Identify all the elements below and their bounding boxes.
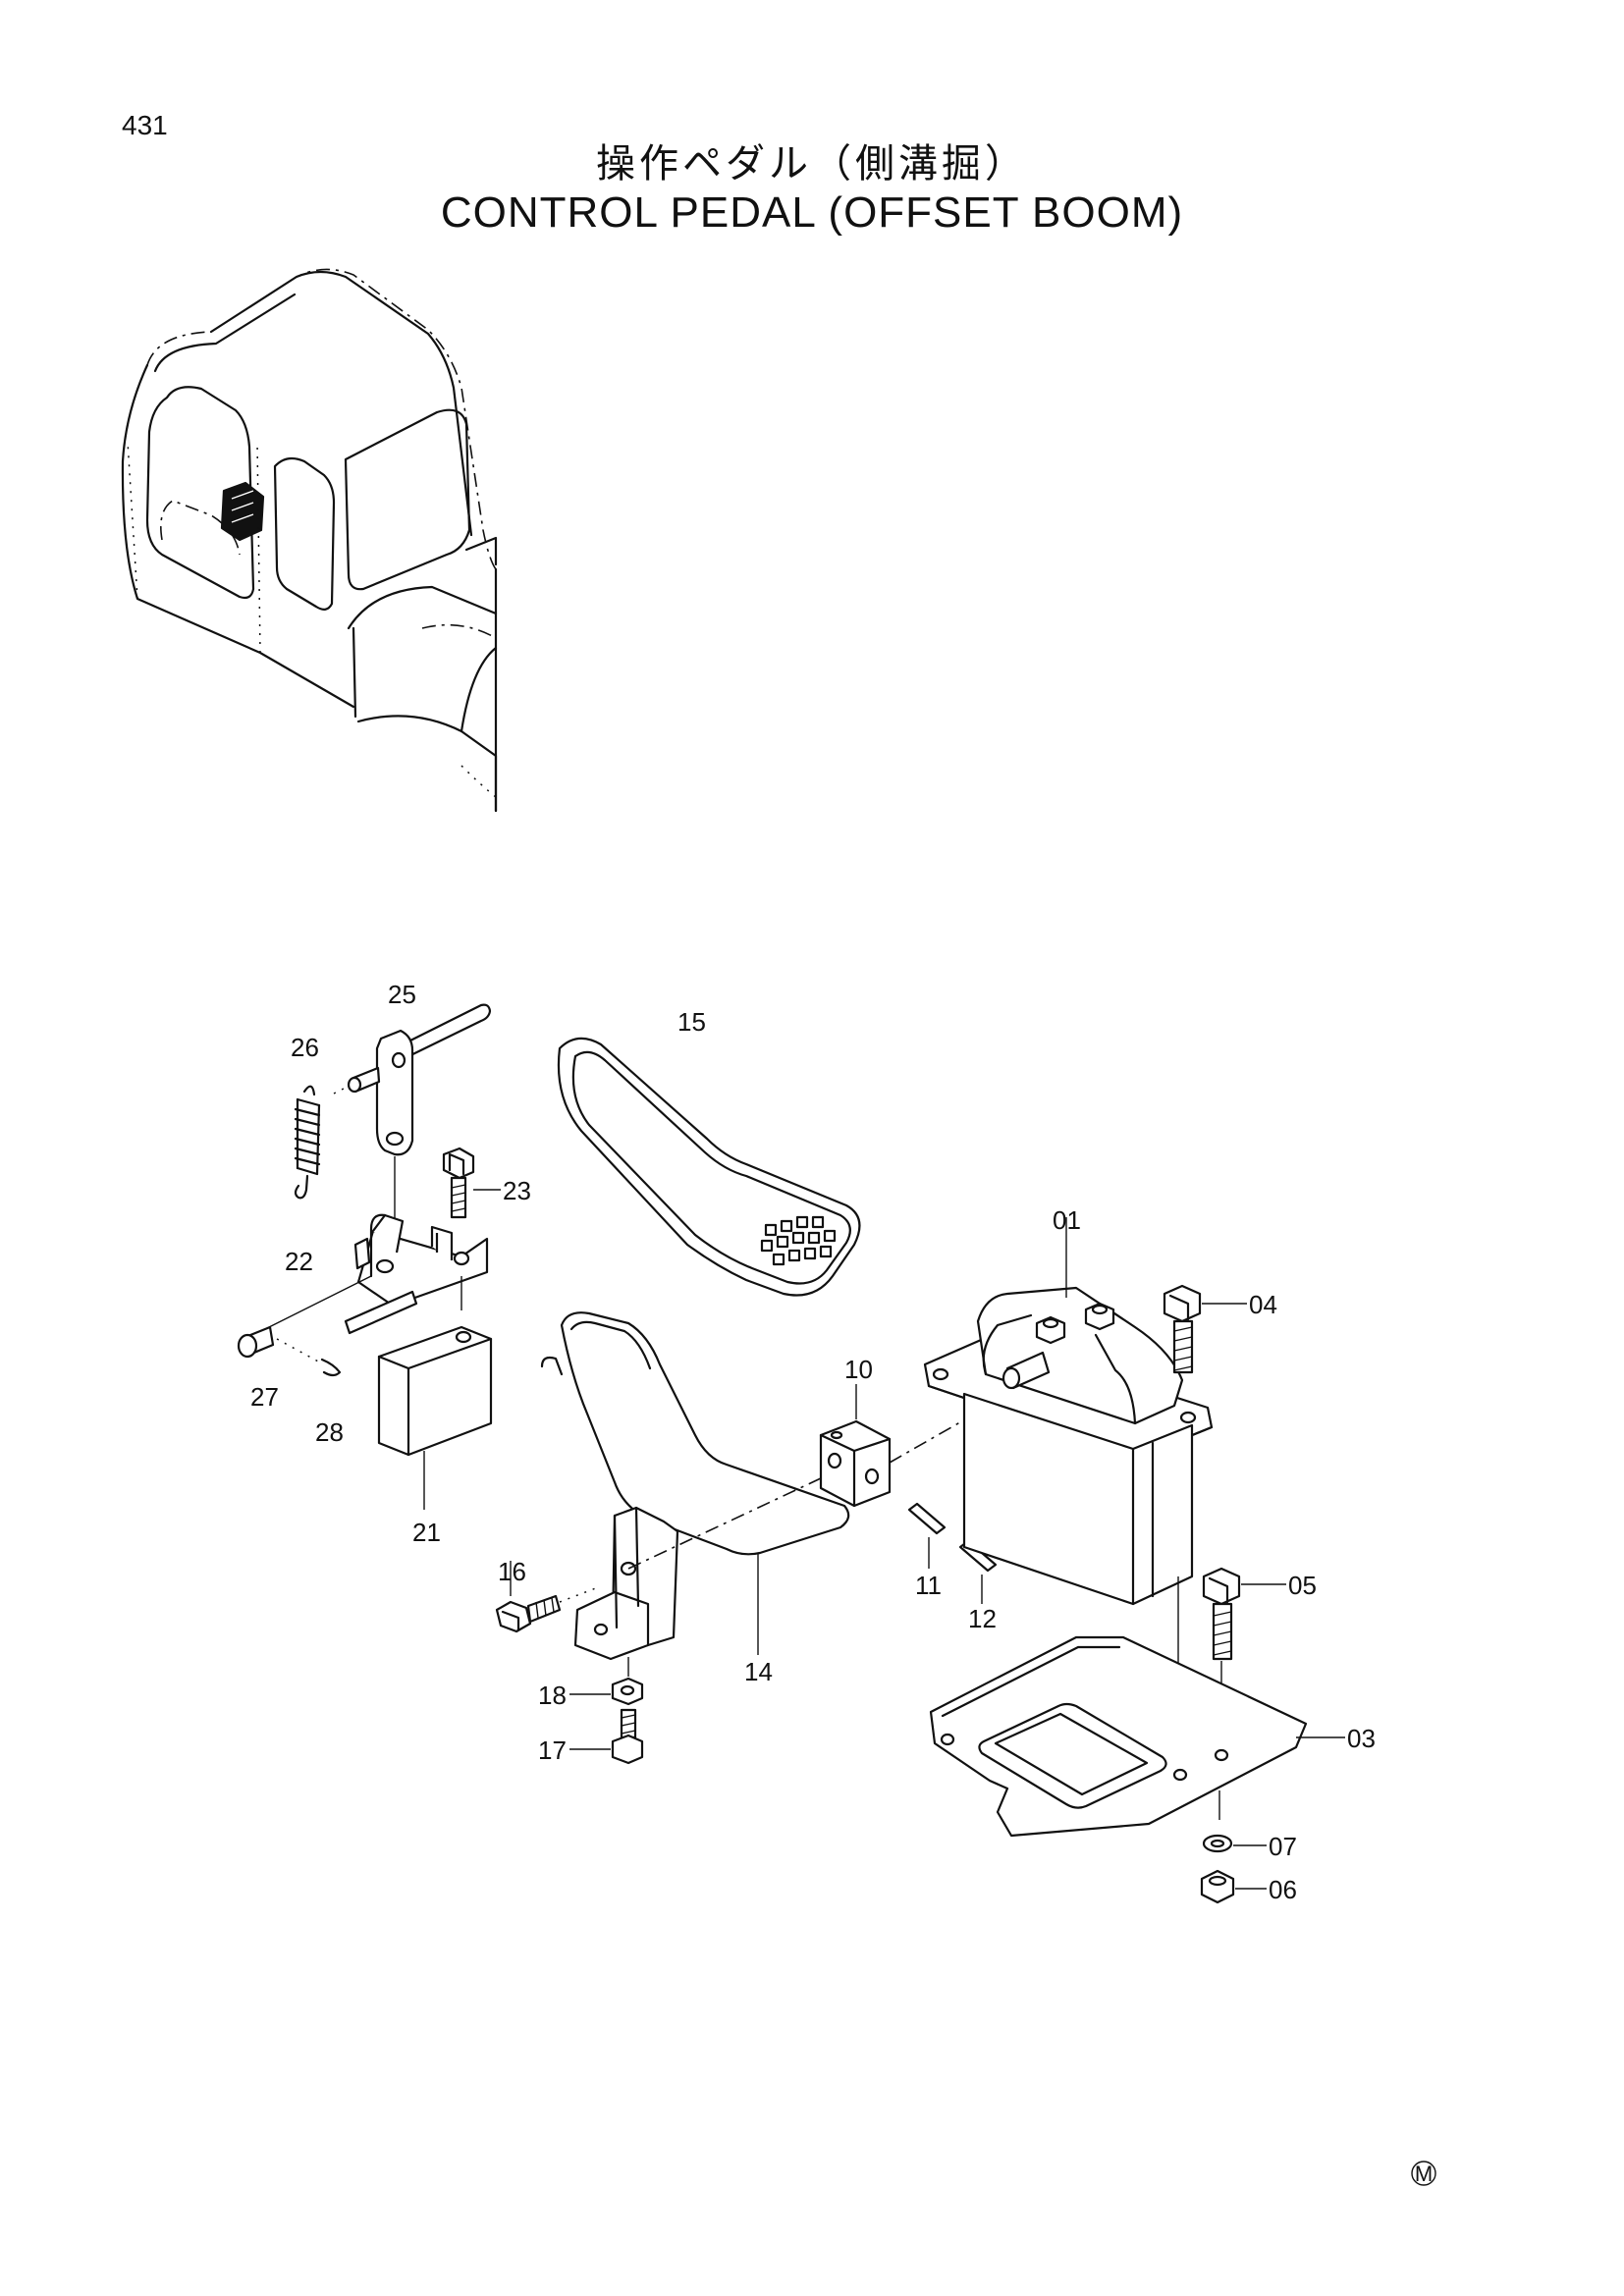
corner-mark: M	[1411, 2161, 1436, 2186]
label-27: 27	[250, 1382, 279, 1412]
nut-06	[1200, 1869, 1267, 1904]
pilot-valve-01	[923, 1217, 1214, 1728]
title-english: CONTROL PEDAL (OFFSET BOOM)	[440, 188, 1184, 237]
label-15: 15	[677, 1007, 706, 1037]
label-21: 21	[412, 1518, 441, 1547]
bolt-05	[1202, 1567, 1286, 1728]
bolt-16	[495, 1561, 602, 1633]
label-22: 22	[285, 1247, 313, 1276]
pedal-14	[540, 1311, 855, 1677]
label-23: 23	[503, 1176, 531, 1205]
foot-pad-15	[557, 1037, 861, 1297]
label-03: 03	[1347, 1724, 1376, 1753]
plate-03	[929, 1635, 1345, 1838]
nut-18	[569, 1677, 644, 1706]
label-18: 18	[538, 1681, 567, 1710]
bolt-17	[569, 1708, 644, 1765]
label-12: 12	[968, 1604, 997, 1633]
label-01: 01	[1053, 1205, 1081, 1235]
label-06: 06	[1269, 1875, 1297, 1904]
label-16: 16	[498, 1557, 526, 1586]
pin-11	[907, 1502, 947, 1569]
label-17: 17	[538, 1735, 567, 1765]
cab-illustration	[121, 268, 498, 813]
label-28: 28	[315, 1417, 344, 1447]
label-05: 05	[1288, 1571, 1317, 1600]
linkage-assembly	[237, 1003, 501, 1510]
label-07: 07	[1269, 1832, 1297, 1861]
corner-mark-letter: M	[1415, 2162, 1433, 2186]
page-number: 431	[122, 110, 168, 140]
block-10	[819, 1384, 892, 1508]
label-11: 11	[915, 1571, 942, 1600]
part-labels: 25 26 15 23 01 04 22 27 28 10 21 11 12 0…	[250, 980, 1376, 1904]
label-26: 26	[291, 1033, 319, 1062]
label-14: 14	[744, 1657, 773, 1686]
label-25: 25	[388, 980, 416, 1009]
title-japanese: 操作ペダル（側溝掘）	[596, 141, 1028, 187]
bolt-04	[1163, 1284, 1247, 1374]
label-04: 04	[1249, 1290, 1277, 1319]
label-10: 10	[844, 1355, 873, 1384]
washer-07	[1202, 1834, 1267, 1853]
